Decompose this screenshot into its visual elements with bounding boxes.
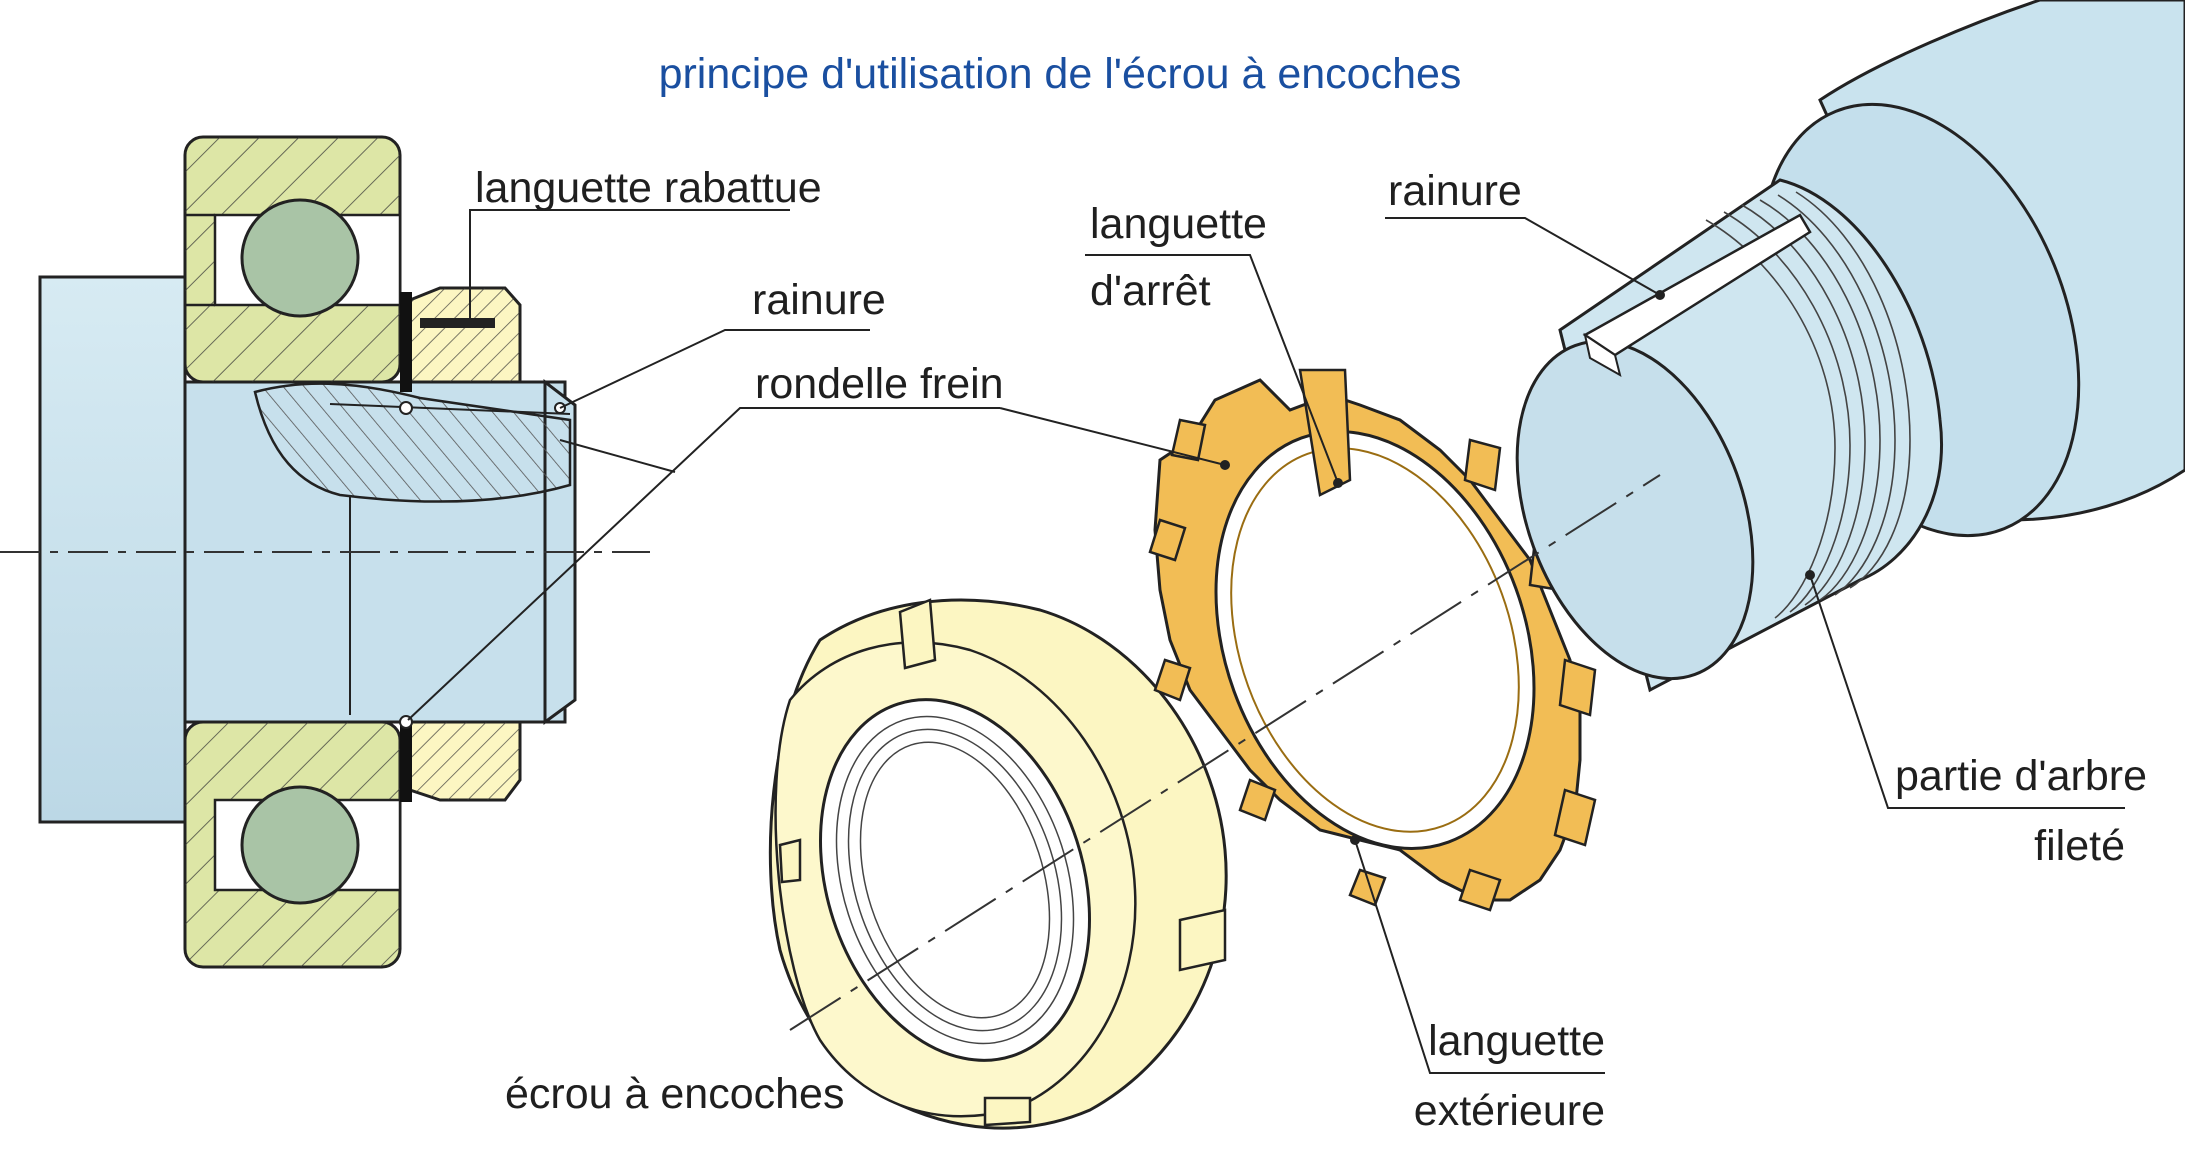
label-languette-ext-2: extérieure [1414,1087,1605,1135]
leader-lines [407,209,2125,1074]
label-languette-arret-2: d'arrêt [1090,267,1211,315]
label-rainure-right: rainure [1388,167,1522,215]
assembly-axis [789,474,1661,1031]
label-rondelle-frein: rondelle frein [755,360,1004,408]
nut-section-upper [408,286,522,384]
notched-nut [768,598,1228,1130]
diagram-title: principe d'utilisation de l'écrou à enco… [659,50,1462,98]
bearing-upper [183,135,402,384]
lock-washer-section-upper [400,292,412,392]
washer-bore [1214,430,1536,850]
label-partie-arbre-1: partie d'arbre [1895,752,2147,800]
shaft-cut-section [253,382,572,503]
label-languette-ext-1: languette [1428,1017,1605,1065]
shaft-end-face [1515,339,1755,681]
lock-washer-section-lower [400,722,412,802]
shaft-left [38,275,187,824]
bearing-ball-lower [240,785,360,905]
label-ecrou-a-encoches: écrou à encoches [505,1070,844,1118]
bearing-lower [183,720,402,969]
threaded-shaft [1515,0,2185,693]
nut-section-lower [408,720,522,802]
inner-tab [1298,368,1352,497]
label-languette-rabattue: languette rabattue [475,164,822,212]
label-partie-arbre-2: fileté [2034,822,2125,870]
bearing-ball-upper [240,198,360,318]
label-languette-arret-1: languette [1090,200,1267,248]
nut-bore [819,698,1091,1062]
section-view [0,135,650,969]
lock-washer [1148,368,1597,912]
label-rainure-left: rainure [752,276,886,324]
